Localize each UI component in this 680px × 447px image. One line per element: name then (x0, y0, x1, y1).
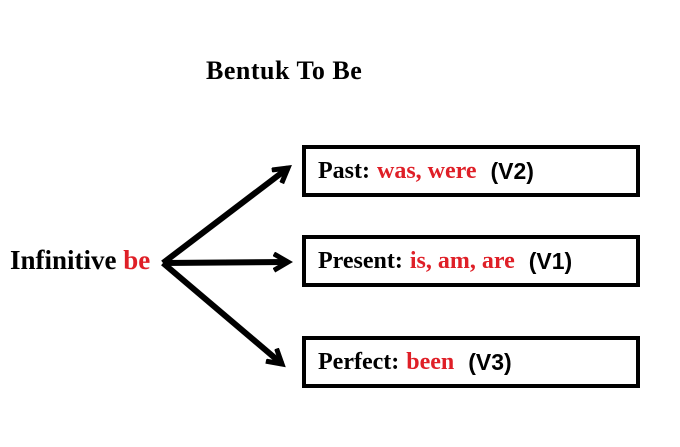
box-perfect-forms: been (406, 348, 455, 375)
infinitive-word: Infinitive (10, 245, 117, 275)
box-present: Present:is, am, are (V1) (302, 235, 640, 287)
box-past-code: (V2) (490, 157, 534, 184)
infinitive-be-highlight: be (123, 245, 151, 275)
box-present-label: Present: (318, 247, 403, 274)
arrow-to-present (162, 262, 288, 263)
box-past-forms: was, were (376, 157, 477, 184)
box-perfect-label: Perfect: (318, 348, 400, 375)
arrow-to-perfect (161, 260, 282, 364)
box-perfect-code: (V3) (468, 348, 512, 375)
box-perfect: Perfect:been (V3) (302, 336, 640, 388)
arrow-to-past (161, 168, 288, 266)
box-past: Past:was, were (V2) (302, 145, 640, 197)
box-present-code: (V1) (528, 247, 573, 274)
box-past-label: Past: (318, 157, 370, 184)
box-present-forms: is, am, are (409, 247, 515, 274)
diagram-title: Bentuk To Be (206, 56, 363, 85)
infinitive-node: Infinitive be (10, 245, 150, 276)
